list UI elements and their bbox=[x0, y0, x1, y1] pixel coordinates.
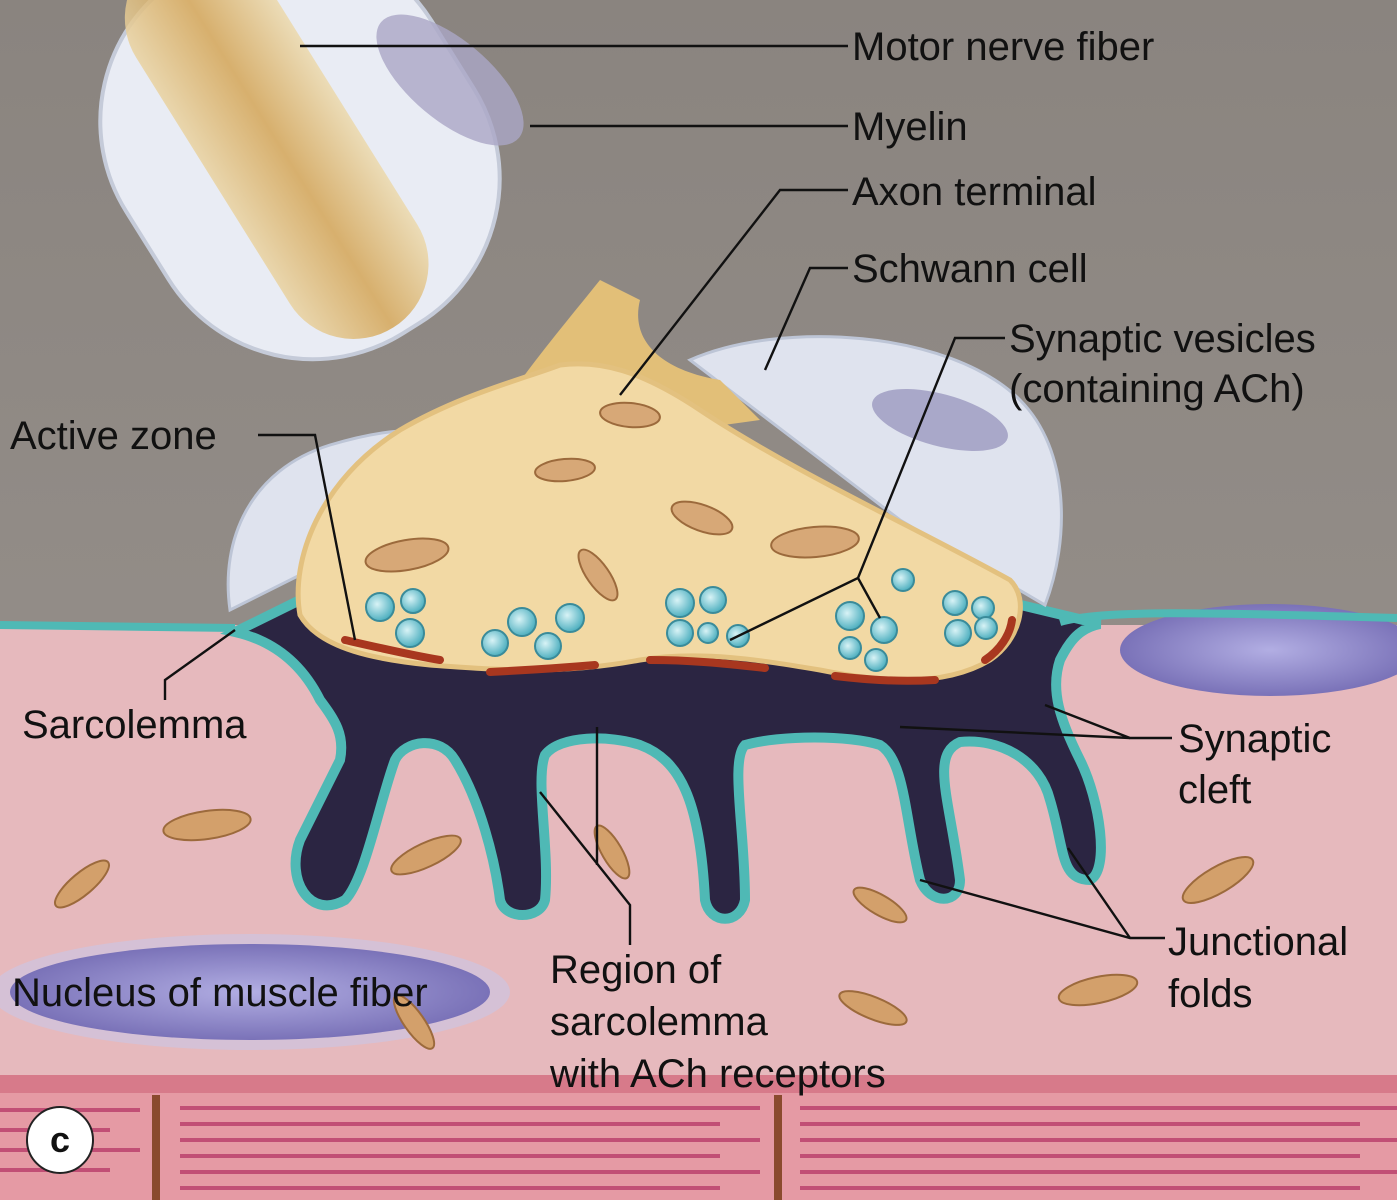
label-synaptic-cleft-line2: cleft bbox=[1178, 768, 1251, 812]
label-region-line1: Region of bbox=[550, 948, 722, 992]
label-active-zone: Active zone bbox=[10, 414, 217, 458]
label-nucleus: Nucleus of muscle fiber bbox=[12, 971, 428, 1015]
panel-letter: c bbox=[50, 1119, 70, 1160]
muscle-mitochondria bbox=[54, 808, 1255, 1050]
label-junctional-folds-line2: folds bbox=[1168, 972, 1253, 1016]
labels: Motor nerve fiber Myelin Axon terminal S… bbox=[10, 25, 1348, 1096]
label-synaptic-vesicles-line1: Synaptic vesicles bbox=[1009, 317, 1316, 361]
label-motor-nerve-fiber: Motor nerve fiber bbox=[852, 25, 1154, 69]
label-axon-terminal: Axon terminal bbox=[852, 170, 1097, 214]
synaptic-vesicles bbox=[365, 568, 998, 672]
leader-synaptic-vesicles bbox=[729, 336, 1005, 642]
label-schwann-cell: Schwann cell bbox=[852, 247, 1088, 291]
leader-synaptic-cleft-b bbox=[899, 725, 1131, 740]
leader-active-zone bbox=[258, 433, 357, 641]
sarcolemma-surface bbox=[0, 621, 236, 632]
leader-region-sarcolemma bbox=[539, 791, 632, 945]
leader-sarcolemma bbox=[163, 629, 236, 700]
label-junctional-folds-line1: Junctional bbox=[1168, 920, 1348, 964]
leader-schwann-cell bbox=[763, 266, 848, 371]
active-zones bbox=[341, 616, 1016, 685]
label-sarcolemma: Sarcolemma bbox=[22, 703, 247, 747]
label-synaptic-cleft-line1: Synaptic bbox=[1178, 717, 1331, 761]
muscle-nucleus bbox=[0, 934, 510, 1050]
label-myelin: Myelin bbox=[852, 105, 968, 149]
leader-synaptic-vesicles-b bbox=[856, 577, 882, 619]
panel-badge: c bbox=[26, 1106, 94, 1174]
label-region-line2: sarcolemma bbox=[550, 1000, 769, 1044]
label-region-line3: with ACh receptors bbox=[549, 1052, 886, 1096]
leader-axon-terminal bbox=[619, 188, 848, 396]
axon-mitochondria bbox=[364, 401, 860, 602]
label-synaptic-vesicles-line2: (containing ACh) bbox=[1009, 367, 1305, 411]
muscle-nucleus-right bbox=[1120, 604, 1397, 696]
leader-lines bbox=[163, 44, 1172, 945]
sarcolemma-surface-right bbox=[1058, 609, 1397, 626]
leader-junctional-folds-b bbox=[1067, 847, 1131, 939]
